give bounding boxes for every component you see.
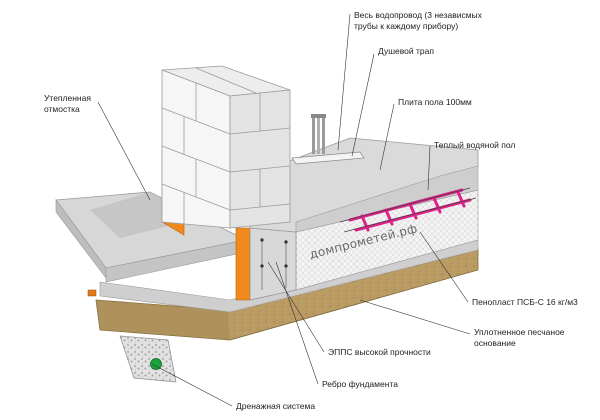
label-shower-drain: Душевой трап [378, 46, 434, 56]
sand-base-front [96, 300, 230, 340]
outlet-pipe [87, 289, 97, 297]
label-eps: Пенопласт ПСБ-С 16 кг/м3 [472, 297, 578, 307]
blind-area-shadow [90, 192, 200, 238]
label-blind-area-2: отмостка [44, 104, 80, 114]
leader-lines [97, 13, 471, 407]
label-drainage: Дренажная система [236, 401, 316, 411]
drainage-pipe [150, 358, 162, 370]
foundation-band [99, 239, 479, 313]
label-foundation-rib: Ребро фундамента [322, 379, 398, 389]
label-blind-area-1: Утепленная [44, 93, 91, 103]
floor-slab-cut [295, 165, 479, 233]
label-water-pipes-1: Весь водопровод (3 независмых [354, 10, 482, 20]
label-sand-base-1: Уплотненное песчаное [474, 327, 565, 337]
foundation-rib [249, 227, 297, 301]
label-sand-base-2: основание [474, 338, 516, 348]
label-water-pipes-2: трубы к каждому прибору) [354, 21, 459, 31]
label-xps: ЭППС высокой прочности [328, 347, 431, 357]
block-wall [161, 65, 291, 229]
drainage-gravel [119, 335, 177, 383]
shower-drain [291, 151, 365, 165]
label-warm-floor: Теплый водяной пол [434, 140, 516, 150]
water-pipes [311, 114, 326, 154]
xps-vertical [235, 227, 251, 301]
label-floor-slab: Плита пола 100мм [398, 97, 472, 107]
